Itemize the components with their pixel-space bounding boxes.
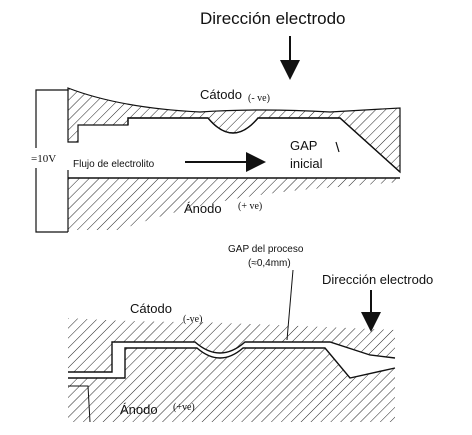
process-gap-label-line1: GAP del proceso — [228, 244, 304, 255]
bottom-cathode-body — [68, 318, 395, 372]
bottom-cathode-label: Cátodo — [130, 301, 172, 316]
initial-gap-label-line2: inicial — [290, 156, 323, 171]
bottom-anode-profile — [68, 347, 396, 379]
top-anode-body — [68, 178, 400, 230]
top-cathode-profile — [127, 117, 401, 173]
voltage-gap — [26, 148, 48, 168]
bottom-cathode-sign: (-ve) — [183, 314, 202, 325]
flow-label: Flujo de electrolito — [73, 159, 155, 170]
bottom-anode-body — [68, 348, 395, 422]
bottom-cathode-profile — [68, 341, 396, 373]
process-gap-label-line2: (≈0,4mm) — [248, 258, 291, 269]
top-cathode-sign: (- ve) — [248, 93, 270, 104]
initial-gap-label-line1: GAP — [290, 138, 317, 153]
initial-gap-marker — [335, 141, 340, 153]
top-cathode-label: Cátodo — [200, 87, 242, 102]
bottom-anode-step — [68, 385, 91, 423]
bottom-anode-sign: (+ve) — [173, 402, 195, 413]
top-anode-label: Ánodo — [184, 201, 222, 216]
bottom-anode-label: Ánodo — [120, 402, 158, 417]
top-anode-sign: (+ ve) — [238, 201, 262, 212]
voltage-label: =10V — [31, 153, 56, 165]
top-direction-label: Dirección electrodo — [200, 9, 346, 28]
bottom-direction-label: Dirección electrodo — [322, 272, 433, 287]
